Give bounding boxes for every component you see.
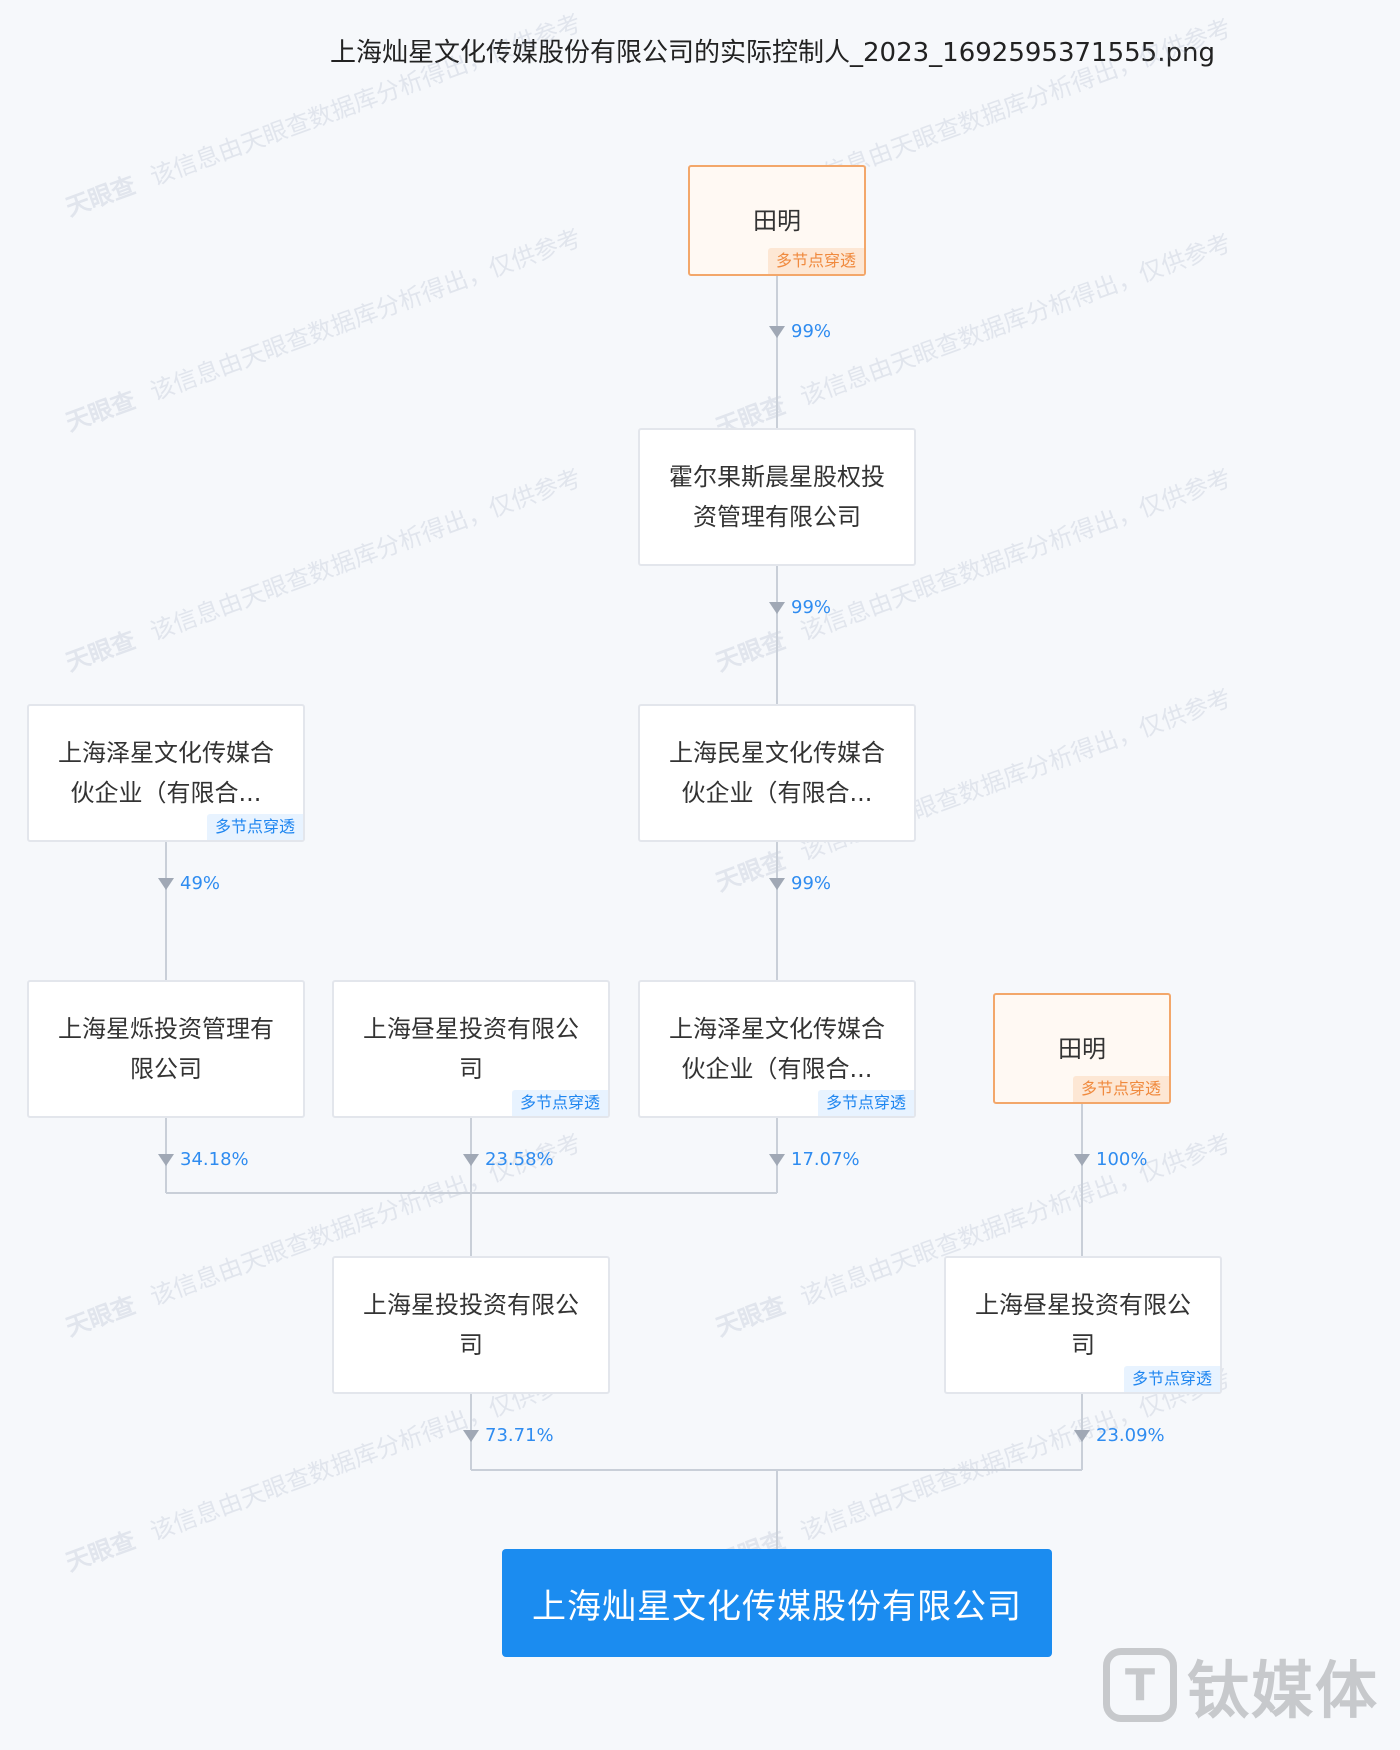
brand-name: 钛媒体 <box>1187 1654 1380 1727</box>
node-label: 上海民星文化传媒合伙企业（有限合... <box>669 739 885 807</box>
node-label: 霍尔果斯晨星股权投资管理有限公司 <box>669 463 885 531</box>
arrow-down-icon <box>158 877 174 890</box>
tmtpost-logo-icon: T <box>1103 1648 1177 1722</box>
arrow-down-icon <box>1074 1153 1090 1166</box>
node-label: 上海泽星文化传媒合伙企业（有限合... <box>58 739 274 807</box>
pct-tianming-zhouxing: 100% <box>1074 1149 1147 1170</box>
node-label: 田明 <box>753 206 801 235</box>
pct-minxing-zexing: 99% <box>769 873 831 894</box>
pct-huoerguosi-minxing: 99% <box>769 597 831 618</box>
multi-node-tag[interactable]: 多节点穿透 <box>817 1090 914 1116</box>
node-zhouxing-right[interactable]: 上海昼星投资有限公司 多节点穿透 <box>944 1256 1222 1394</box>
multi-node-tag[interactable]: 多节点穿透 <box>1072 1076 1169 1102</box>
multi-node-tag[interactable]: 多节点穿透 <box>206 814 303 840</box>
file-title: 上海灿星文化传媒股份有限公司的实际控制人_2023_1692595371555.… <box>330 38 1215 68</box>
pct-zhouxing-right: 23.09% <box>1074 1425 1165 1446</box>
node-xingshuo[interactable]: 上海星烁投资管理有限公司 <box>27 980 305 1118</box>
multi-node-tag[interactable]: 多节点穿透 <box>1123 1366 1220 1392</box>
node-label: 上海泽星文化传媒合伙企业（有限合... <box>669 1015 885 1083</box>
multi-node-tag[interactable]: 多节点穿透 <box>767 248 864 274</box>
node-label: 上海星烁投资管理有限公司 <box>58 1015 274 1083</box>
pct-zexing-mid: 17.07% <box>769 1149 860 1170</box>
node-label: 田明 <box>1058 1034 1106 1063</box>
node-label: 上海昼星投资有限公司 <box>975 1291 1191 1359</box>
node-xingtou[interactable]: 上海星投投资有限公司 <box>332 1256 610 1394</box>
node-zhouxing-mid[interactable]: 上海昼星投资有限公司 多节点穿透 <box>332 980 610 1118</box>
node-person-tianming-right[interactable]: 田明 多节点穿透 <box>993 993 1171 1104</box>
node-label: 上海星投投资有限公司 <box>363 1291 579 1359</box>
pct-zhouxing-mid: 23.58% <box>463 1149 554 1170</box>
arrow-down-icon <box>769 325 785 338</box>
target-company-node[interactable]: 上海灿星文化传媒股份有限公司 <box>502 1549 1052 1657</box>
multi-node-tag[interactable]: 多节点穿透 <box>511 1090 608 1116</box>
brand-logo: T 钛媒体 <box>1103 1643 1379 1727</box>
node-person-tianming-top[interactable]: 田明 多节点穿透 <box>688 165 866 276</box>
pct-tianming-huoerguosi: 99% <box>769 321 831 342</box>
node-minxing[interactable]: 上海民星文化传媒合伙企业（有限合... <box>638 704 916 842</box>
node-label: 上海昼星投资有限公司 <box>363 1015 579 1083</box>
pct-xingshuo: 34.18% <box>158 1149 249 1170</box>
node-zexing-left[interactable]: 上海泽星文化传媒合伙企业（有限合... 多节点穿透 <box>27 704 305 842</box>
arrow-down-icon <box>463 1153 479 1166</box>
arrow-down-icon <box>769 1153 785 1166</box>
arrow-down-icon <box>463 1429 479 1442</box>
arrow-down-icon <box>158 1153 174 1166</box>
node-huoerguosi[interactable]: 霍尔果斯晨星股权投资管理有限公司 <box>638 428 916 566</box>
pct-zexing-xingshuo: 49% <box>158 873 220 894</box>
arrow-down-icon <box>769 601 785 614</box>
arrow-down-icon <box>769 877 785 890</box>
node-zexing-mid[interactable]: 上海泽星文化传媒合伙企业（有限合... 多节点穿透 <box>638 980 916 1118</box>
pct-xingtou: 73.71% <box>463 1425 554 1446</box>
arrow-down-icon <box>1074 1429 1090 1442</box>
